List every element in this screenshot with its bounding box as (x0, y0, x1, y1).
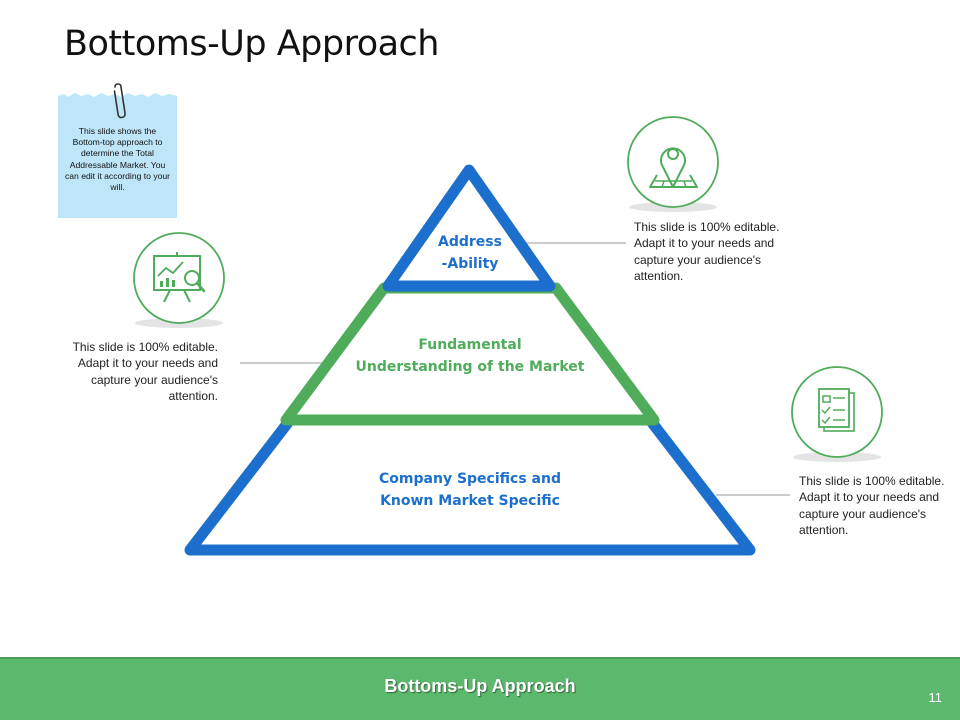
pyramid-tier-top (382, 164, 556, 292)
presentation-chart-icon (133, 232, 225, 324)
callout-text-bottom-right: This slide is 100% editable. Adapt it to… (799, 474, 945, 537)
checklist-icon (791, 366, 883, 458)
sticky-note-text: This slide shows the Bottom-top approach… (64, 126, 171, 193)
tier-label-line: Understanding of the Market (355, 359, 585, 375)
tier-label-line: Known Market Specific (380, 493, 560, 509)
tier-label-line: Address (438, 234, 502, 250)
footer-bar: Bottoms-Up Approach 11 (0, 657, 960, 720)
callout-text-top-right: This slide is 100% editable. Adapt it to… (634, 220, 780, 283)
page-number: 11 (928, 690, 943, 705)
map-pin-icon (627, 116, 719, 208)
tier-label-bottom: Company Specifics and Known Market Speci… (330, 468, 610, 512)
slide-title: Bottoms-Up Approach (64, 24, 440, 64)
footer-title: Bottoms-Up Approach (384, 676, 576, 696)
tier-label-top: Address -Ability (400, 231, 540, 275)
tier-label-middle: Fundamental Understanding of the Market (330, 334, 610, 378)
tier-label-line: Fundamental (418, 337, 522, 353)
paperclip-icon (113, 83, 126, 119)
callout-text-left: This slide is 100% editable. Adapt it to… (72, 340, 218, 403)
tier-label-line: Company Specifics and (379, 471, 561, 487)
sticky-note (58, 97, 177, 218)
tier-label-line: -Ability (441, 256, 499, 272)
pyramid-diagram (133, 116, 883, 556)
